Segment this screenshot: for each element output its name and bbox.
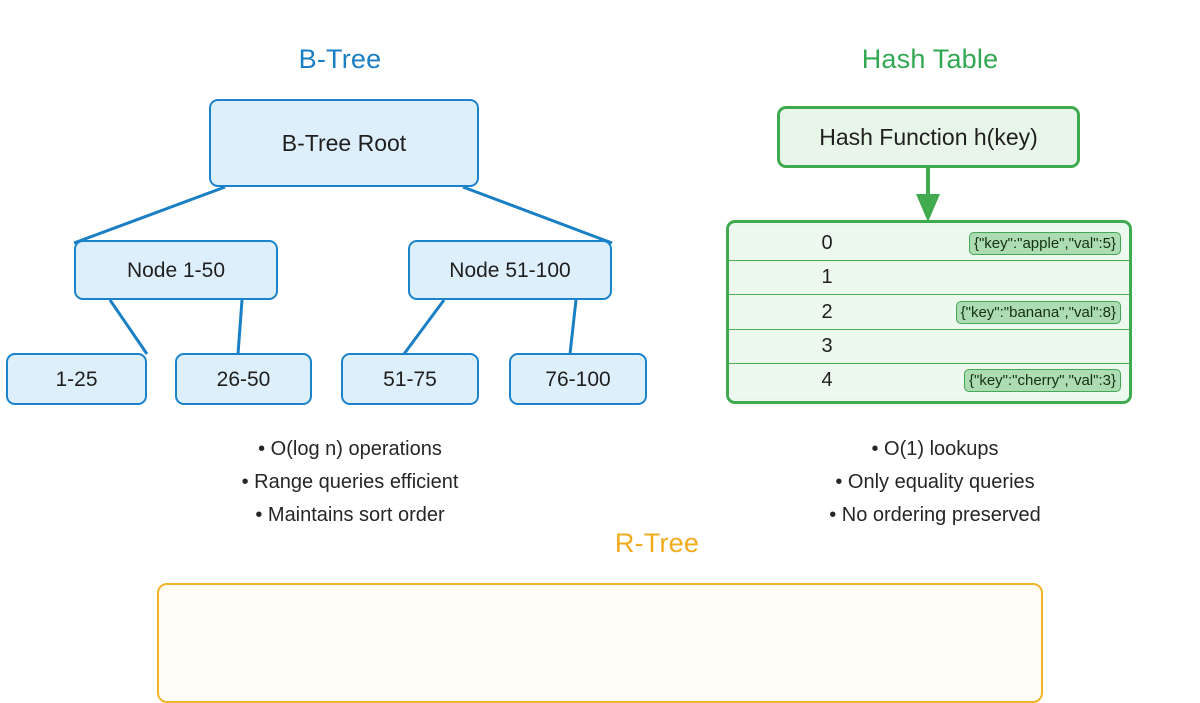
hash-property-item: • O(1) lookups: [871, 438, 999, 460]
btree-internal-node-1[interactable]: Node 1-50: [74, 240, 278, 300]
hash-bucket-row[interactable]: 3: [729, 329, 1129, 364]
bucket-value: [1111, 275, 1121, 281]
hash-property-item: • Only equality queries: [835, 471, 1035, 493]
btree-property-item: • Range queries efficient: [241, 471, 459, 493]
btree-internal-node-2[interactable]: Node 51-100: [408, 240, 612, 300]
hash-bucket-row[interactable]: 2 {"key":"banana","val":8}: [729, 295, 1129, 330]
btree-root-node[interactable]: B-Tree Root: [209, 99, 479, 187]
hash-property-item: • No ordering preserved: [829, 504, 1041, 526]
btree-properties-list: • O(log n) operations • Range queries ef…: [150, 433, 550, 532]
bucket-index: 3: [821, 334, 833, 357]
bucket-index: 0: [821, 232, 833, 255]
btree-leaf-node-2[interactable]: 26-50: [175, 353, 312, 405]
hash-bucket-row[interactable]: 4 {"key":"cherry","val":3}: [729, 363, 1129, 398]
hash-bucket-row[interactable]: 1: [729, 261, 1129, 296]
bucket-index: 4: [821, 368, 833, 391]
rtree-panel: [157, 583, 1043, 703]
btree-leaf-node-3[interactable]: 51-75: [341, 353, 479, 405]
btree-property-item: • Maintains sort order: [255, 504, 445, 526]
hash-table-buckets: 0 {"key":"apple","val":5} 1 2 {"key":"ba…: [726, 220, 1132, 404]
bucket-index: 2: [821, 300, 833, 323]
hash-bucket-row[interactable]: 0 {"key":"apple","val":5}: [729, 227, 1129, 262]
hash-properties-list: • O(1) lookups • Only equality queries •…: [735, 433, 1135, 532]
btree-property-item: • O(log n) operations: [258, 438, 442, 460]
btree-section-title: B-Tree: [298, 44, 382, 74]
btree-leaf-node-4[interactable]: 76-100: [509, 353, 647, 405]
diagram-canvas: B-Tree B-Tree Root Node 1-50 Node 51-100…: [6, 44, 1135, 703]
bucket-value: {"key":"banana","val":8}: [955, 300, 1121, 324]
bucket-value: {"key":"apple","val":5}: [968, 232, 1121, 256]
hash-section-title: Hash Table: [861, 44, 999, 74]
bucket-value: [1111, 343, 1121, 349]
hash-function-box[interactable]: Hash Function h(key): [777, 106, 1080, 168]
bucket-value: {"key":"cherry","val":3}: [963, 368, 1121, 392]
rtree-section-title: R-Tree: [614, 528, 700, 558]
btree-leaf-node-1[interactable]: 1-25: [6, 353, 147, 405]
bucket-index: 1: [821, 266, 833, 289]
